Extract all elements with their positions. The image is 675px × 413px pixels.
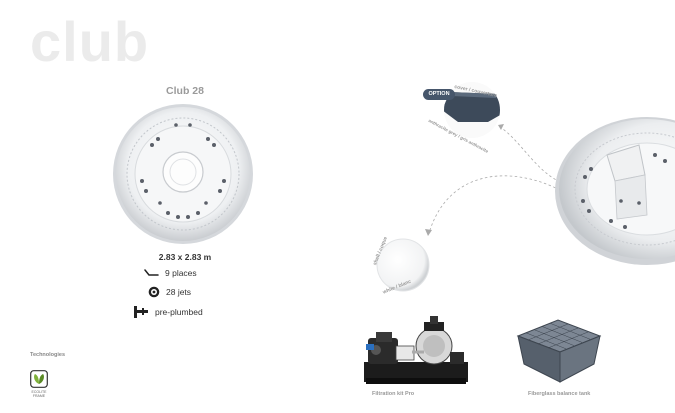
plumbing-icon [134, 306, 148, 318]
filtration-kit-caption: Filtration kit Pro [372, 391, 415, 397]
shell-swatch [376, 238, 430, 292]
arrow-to-shell [429, 175, 561, 231]
ecolite-frame-logo-icon [30, 370, 48, 388]
spec-plumbing-text: pre-plumbed [155, 307, 203, 317]
spec-plumbing: pre-plumbed [133, 306, 203, 318]
cover-swatch [444, 82, 500, 138]
filtration-kit-image [364, 316, 468, 384]
arrow-head-cover [498, 124, 504, 130]
spec-jets-text: 28 jets [166, 287, 192, 297]
balance-tank-caption: Fiberglass balance tank [528, 391, 591, 397]
spec-seats: 9 places [144, 268, 197, 278]
model-name: Club 28 [166, 85, 204, 97]
dimensions-text: 2.83 x 2.83 m [158, 252, 212, 262]
spa-perspective-image [555, 117, 675, 265]
arrow-to-cover [499, 126, 561, 183]
jet-icon [148, 286, 160, 298]
connector-arrows [425, 124, 561, 236]
spa-top-view-image [113, 104, 253, 244]
option-badge: OPTION [423, 89, 455, 100]
spec-jets: 28 jets [148, 286, 191, 298]
technologies-logo-caption: ECOLITE FRAME [31, 390, 47, 399]
technologies-label: Technologies [30, 352, 66, 358]
balance-tank-image [516, 319, 602, 383]
brand-title: club [30, 10, 150, 73]
arrow-head-shell [425, 229, 432, 236]
seat-icon [144, 269, 159, 276]
spec-seats-text: 9 places [165, 268, 197, 278]
